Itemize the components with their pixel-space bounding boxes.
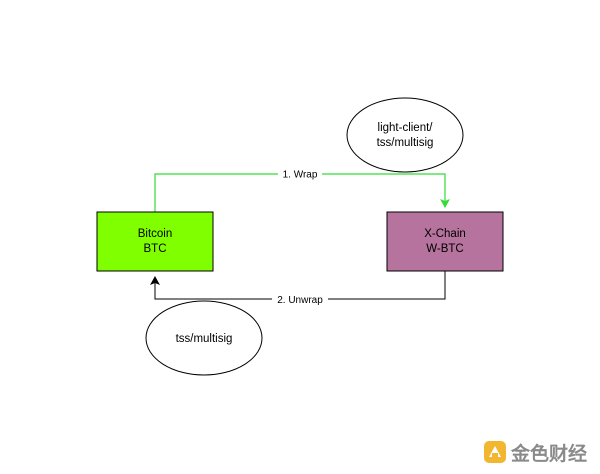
xchain-node-subtitle: W-BTC: [426, 243, 463, 255]
xchain-node: X-Chain W-BTC: [386, 211, 504, 272]
watermark-text: 金色财经: [510, 442, 587, 465]
watermark-logo-icon: [484, 441, 506, 463]
wrap-edge: 1. Wrap: [154, 166, 450, 212]
light-client-ellipse: [346, 97, 464, 173]
light-client-line2: tss/multisig: [377, 137, 434, 149]
bitcoin-node-subtitle: BTC: [144, 243, 167, 255]
unwrap-edge-label: 2. Unwrap: [277, 295, 323, 306]
unwrap-edge-label-bg: [272, 292, 328, 307]
unwrap-edge: 2. Unwrap: [150, 271, 446, 307]
tss-multisig-label: tss/multisig: [176, 333, 233, 345]
light-client-node: light-client/ tss/multisig: [346, 97, 464, 173]
wrap-edge-label-bg: [278, 166, 322, 181]
tss-multisig-ellipse: [145, 300, 263, 376]
xchain-node-box: [386, 211, 504, 272]
wrap-edge-label: 1. Wrap: [283, 170, 318, 181]
xchain-node-title: X-Chain: [424, 228, 466, 240]
bitcoin-node-title: Bitcoin: [138, 228, 173, 240]
bitcoin-node-box: [96, 211, 214, 272]
bitcoin-node: Bitcoin BTC: [96, 211, 214, 272]
light-client-line1: light-client/: [378, 122, 434, 134]
tss-multisig-node: tss/multisig: [145, 300, 263, 376]
watermark: 金色财经: [484, 441, 587, 465]
